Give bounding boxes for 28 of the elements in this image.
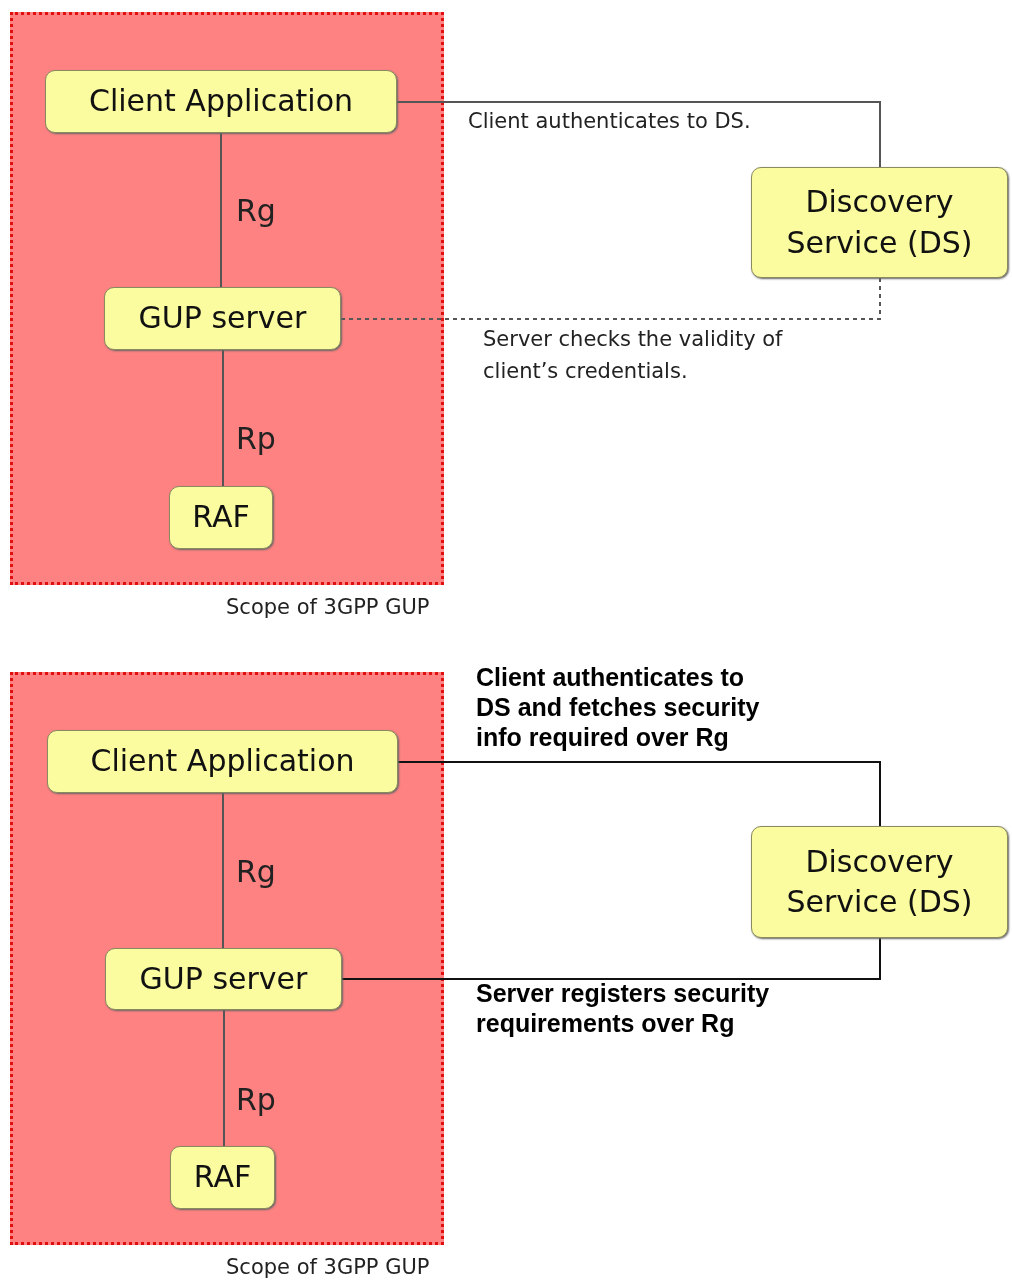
connector-line bbox=[340, 277, 881, 320]
interface-label: Rg bbox=[236, 853, 277, 891]
connector-line bbox=[341, 937, 881, 980]
component-box: GUP server bbox=[105, 948, 342, 1010]
component-box: GUP server bbox=[104, 287, 341, 350]
component-box: Discovery Service (DS) bbox=[751, 826, 1008, 938]
component-box: Discovery Service (DS) bbox=[751, 167, 1008, 278]
interface-label: Rg bbox=[236, 192, 277, 230]
scope-caption: Scope of 3GPP GUP bbox=[226, 1254, 430, 1281]
component-box: RAF bbox=[169, 486, 273, 549]
connector-line bbox=[222, 349, 224, 487]
edge-label: Server checks the validity of client’s credentials. bbox=[483, 326, 783, 385]
component-box: Client Application bbox=[47, 730, 398, 793]
component-box: RAF bbox=[170, 1146, 275, 1209]
interface-label: Rp bbox=[236, 420, 277, 458]
edge-label: Client authenticates to DS. bbox=[468, 108, 752, 135]
edge-label: Client authenticates to DS and fetches security info required over Rg bbox=[476, 662, 761, 752]
connector-line bbox=[396, 101, 881, 168]
edge-label: Server registers security requirements over Rg bbox=[476, 978, 771, 1038]
connector-line bbox=[222, 792, 224, 949]
scope-region bbox=[10, 672, 444, 1245]
interface-label: Rp bbox=[236, 1081, 277, 1119]
scope-caption: Scope of 3GPP GUP bbox=[226, 594, 430, 621]
scope-region bbox=[10, 12, 444, 585]
connector-line bbox=[220, 132, 222, 288]
component-box: Client Application bbox=[45, 70, 397, 133]
connector-line bbox=[397, 761, 881, 827]
connector-line bbox=[223, 1009, 225, 1147]
